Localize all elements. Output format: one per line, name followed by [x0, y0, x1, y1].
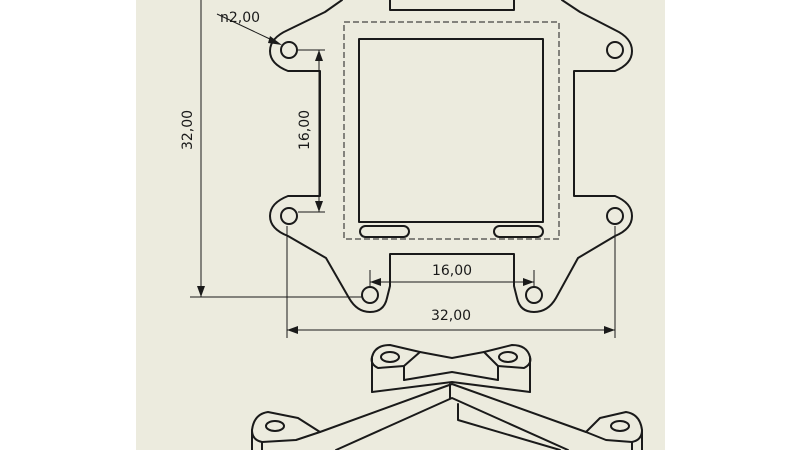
- iso-edge: [319, 383, 587, 433]
- arrowhead: [315, 50, 323, 61]
- mounting-hole: [361, 286, 379, 304]
- iso-lug: [585, 411, 643, 443]
- arrowhead: [523, 278, 534, 286]
- part-outline: [269, 0, 633, 313]
- mounting-hole: [606, 207, 624, 225]
- overall-width-label: 32,00: [431, 308, 471, 324]
- arrowhead: [604, 326, 615, 334]
- arrowhead: [370, 278, 381, 286]
- iso-edge: [371, 381, 531, 393]
- mounting-hole: [280, 207, 298, 225]
- top-notch: [389, 0, 515, 11]
- arrowhead: [287, 326, 298, 334]
- iso-edge: [335, 397, 569, 450]
- iso-hole: [380, 351, 400, 363]
- hidden-outline: [343, 21, 560, 240]
- inner-cavity: [358, 38, 544, 223]
- overall-height-label: 32,00: [180, 110, 196, 150]
- mounting-hole: [525, 286, 543, 304]
- iso-edge: [419, 351, 485, 359]
- diameter-leader: [216, 13, 273, 41]
- slot: [359, 225, 410, 238]
- iso-edge: [457, 403, 561, 450]
- dimensions: n2,00 32,00 16,00 16,00 32,00: [180, 0, 616, 338]
- arrowhead: [315, 201, 323, 212]
- slot: [493, 225, 544, 238]
- iso-lug: [370, 344, 421, 369]
- iso-hole: [265, 420, 285, 432]
- iso-lug: [251, 411, 321, 443]
- iso-hole: [498, 351, 518, 363]
- iso-edge: [403, 371, 499, 381]
- mounting-hole: [280, 41, 298, 59]
- horizontal-spacing-label: 16,00: [432, 263, 472, 279]
- iso-lug: [483, 344, 532, 369]
- arrowhead: [197, 286, 205, 297]
- vertical-spacing-label: 16,00: [297, 110, 313, 150]
- mounting-hole: [606, 41, 624, 59]
- diameter-label: n2,00: [220, 10, 260, 26]
- isometric-view: [251, 344, 643, 450]
- iso-hole: [610, 420, 630, 432]
- arrowhead: [268, 36, 282, 45]
